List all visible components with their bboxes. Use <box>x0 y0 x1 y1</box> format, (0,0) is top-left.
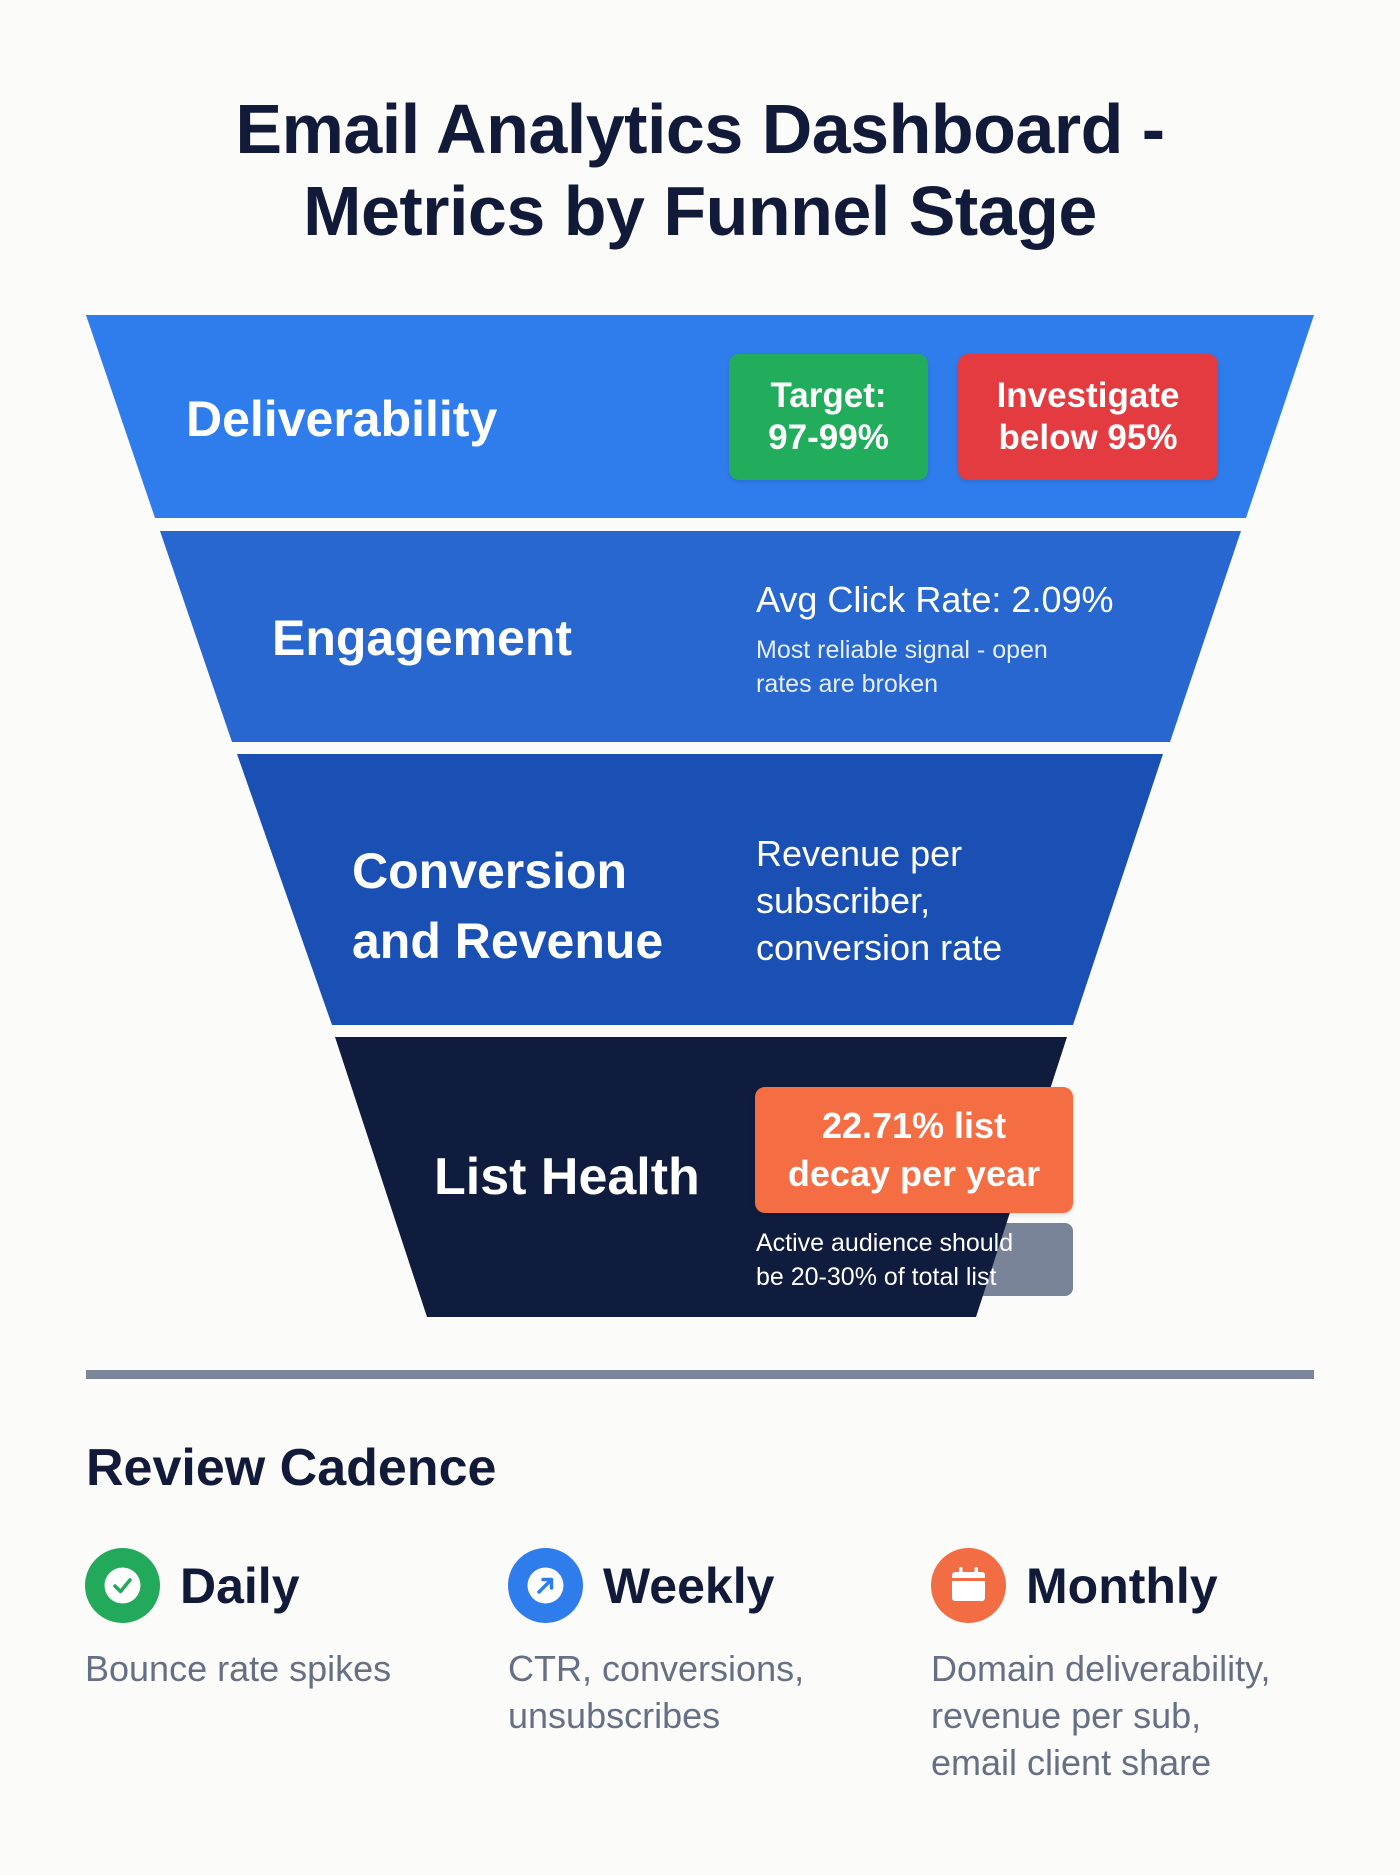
stage-conversion-label: Conversion and Revenue <box>352 836 663 976</box>
active-audience-line-1: Active audience should <box>756 1229 1014 1257</box>
cadence-weekly: Weekly CTR, conversions, unsubscribes <box>508 1548 908 1739</box>
cadence-weekly-label: Weekly <box>603 1557 775 1614</box>
title-line-2: Metrics by Funnel Stage <box>303 172 1097 250</box>
stage-list-health-label: List Health <box>434 1148 700 1206</box>
investigate-badge: Investigate below 95% <box>958 354 1218 480</box>
cadence-daily-desc: Bounce rate spikes <box>85 1645 485 1692</box>
cadence-daily: Daily Bounce rate spikes <box>85 1548 485 1692</box>
engagement-note: Most reliable signal - open rates are br… <box>756 633 1048 701</box>
funnel-chart <box>86 315 1314 1317</box>
stage-deliverability-label: Deliverability <box>186 391 498 447</box>
check-circle-icon <box>85 1548 160 1623</box>
conversion-desc-line-3: conversion rate <box>756 927 1003 968</box>
active-audience-line-2: be 20-30% of total list <box>756 1263 997 1291</box>
investigate-badge-line-1: Investigate <box>996 376 1180 415</box>
target-badge-line-1: Target: <box>770 376 887 415</box>
cadence-weekly-desc-line-2: unsubscribes <box>508 1695 721 1736</box>
cadence-monthly-label: Monthly <box>1026 1557 1218 1614</box>
active-audience-note: Active audience should be 20-30% of tota… <box>756 1226 1013 1294</box>
investigate-badge-line-2: below 95% <box>998 418 1178 457</box>
cadence-monthly-desc: Domain deliverability, revenue per sub, … <box>931 1645 1331 1786</box>
avg-click-rate: Avg Click Rate: 2.09% <box>756 579 1114 620</box>
cadence-weekly-desc: CTR, conversions, unsubscribes <box>508 1645 908 1739</box>
conversion-label-line-1: Conversion <box>352 843 628 899</box>
cadence-daily-label: Daily <box>180 1557 300 1614</box>
list-decay-line-1: 22.71% list <box>821 1105 1007 1146</box>
cadence-weekly-desc-line-1: CTR, conversions, <box>508 1648 805 1689</box>
funnel-tier-engagement <box>160 531 1241 742</box>
target-badge-line-2: 97-99% <box>768 418 889 457</box>
title-line-1: Email Analytics Dashboard - <box>235 90 1165 168</box>
funnel-tier-conversion <box>237 754 1163 1025</box>
conversion-desc-line-1: Revenue per <box>756 833 963 874</box>
cadence-monthly: Monthly Domain deliverability, revenue p… <box>931 1548 1331 1786</box>
stage-engagement-label: Engagement <box>272 610 573 666</box>
calendar-icon <box>931 1548 1006 1623</box>
engagement-note-line-2: rates are broken <box>756 670 939 698</box>
page-title: Email Analytics Dashboard - Metrics by F… <box>0 88 1400 252</box>
conversion-description: Revenue per subscriber, conversion rate <box>756 830 1002 971</box>
list-decay-line-2: decay per year <box>787 1153 1041 1194</box>
arrow-up-right-icon <box>508 1548 583 1623</box>
conversion-desc-line-2: subscriber, <box>756 880 931 921</box>
list-decay-badge: 22.71% list decay per year <box>755 1087 1073 1213</box>
engagement-note-line-1: Most reliable signal - open <box>756 636 1048 664</box>
conversion-label-line-2: and Revenue <box>352 913 664 969</box>
review-cadence-title: Review Cadence <box>86 1439 497 1497</box>
cadence-monthly-desc-line-2: revenue per sub, <box>931 1695 1202 1736</box>
cadence-daily-desc-line: Bounce rate spikes <box>85 1648 392 1689</box>
cadence-monthly-desc-line-1: Domain deliverability, <box>931 1648 1271 1689</box>
section-divider <box>86 1370 1314 1379</box>
cadence-monthly-desc-line-3: email client share <box>931 1742 1212 1783</box>
target-badge: Target: 97-99% <box>729 354 928 480</box>
